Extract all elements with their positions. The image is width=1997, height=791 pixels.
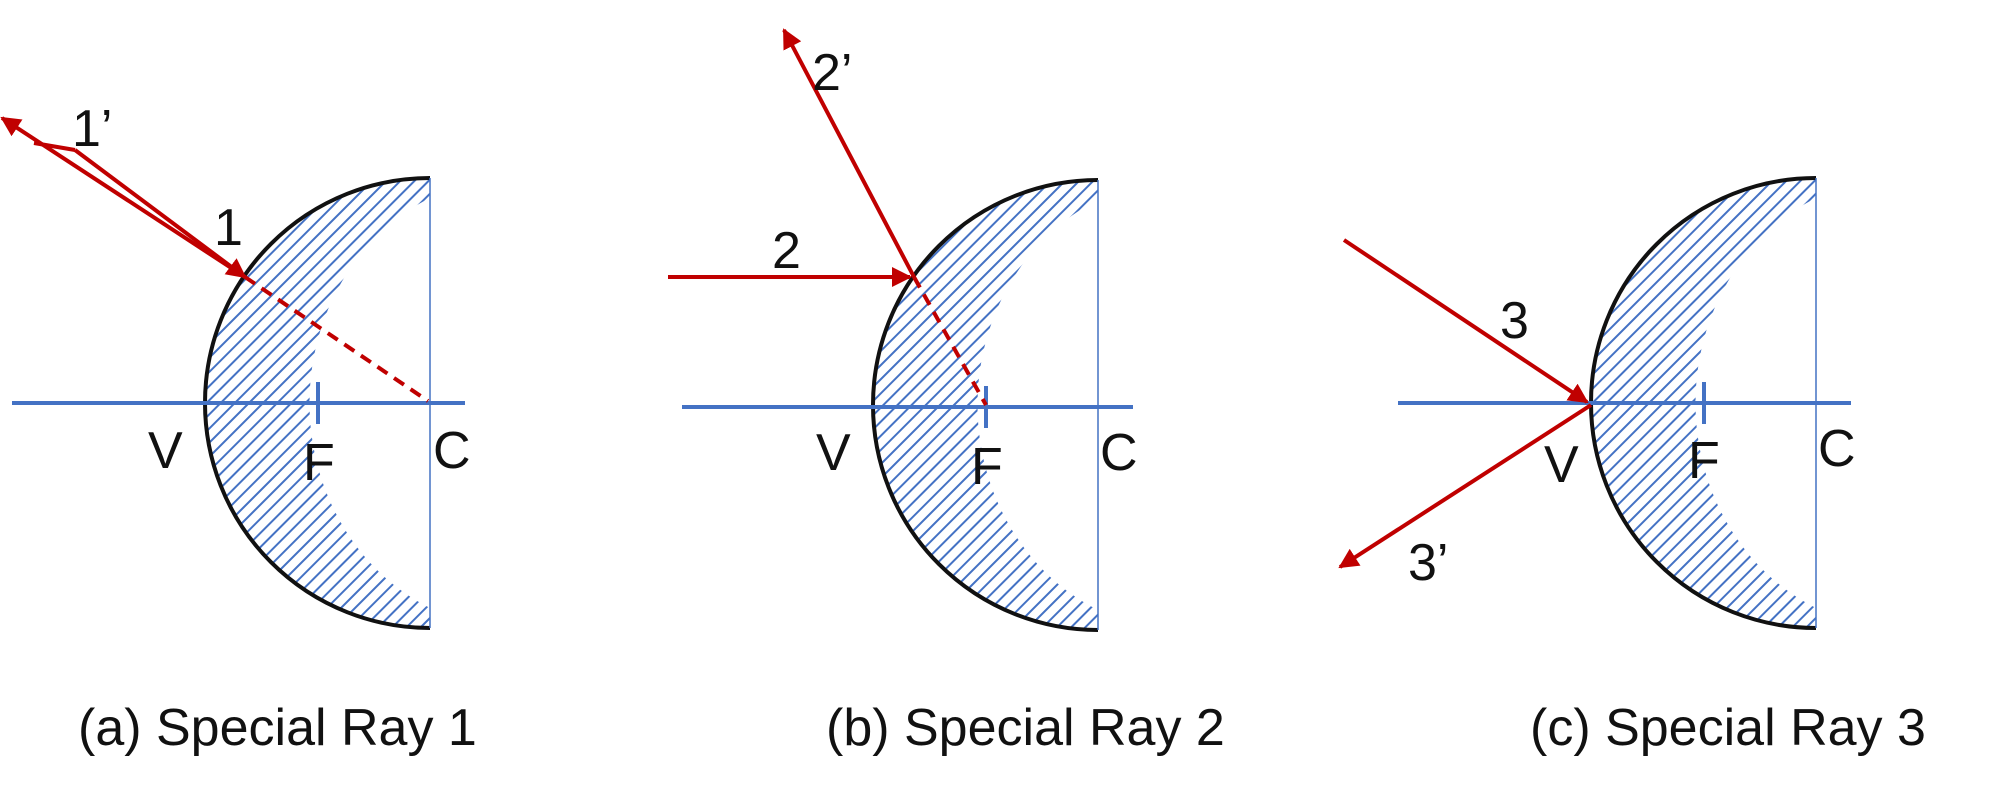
panel-c: 3 3’ V F C (c) Special Ray 3 [1338, 176, 1926, 757]
panel-b: 2’ 2 V F C (b) Special Ray 2 [668, 28, 1225, 757]
vertex-label: V [148, 422, 183, 480]
reflected-ray-1-label: 1’ [72, 100, 112, 158]
vertex-label: V [1544, 436, 1579, 494]
panel-b-caption: (b) Special Ray 2 [826, 699, 1225, 757]
panel-a: 1’ 1 V F C (a) Special Ray 1 [0, 100, 477, 757]
vertex-label: V [816, 424, 851, 482]
mirror-hatch [205, 178, 430, 628]
reflected-ray-2-label: 2’ [812, 44, 852, 102]
incident-ray-3 [1342, 238, 1589, 404]
center-label: C [1100, 424, 1138, 482]
focus-label: F [1688, 432, 1720, 490]
reflected-ray-3-label: 3’ [1408, 534, 1448, 592]
panel-a-caption: (a) Special Ray 1 [78, 699, 477, 757]
reflected-ray-1-extension [0, 116, 247, 279]
extension-to-focus [912, 276, 988, 406]
incident-ray-2-label: 2 [772, 222, 801, 280]
mirror-hatch [873, 180, 1098, 630]
incident-ray-3-label: 3 [1500, 292, 1529, 350]
incident-ray-1-label: 1 [214, 199, 243, 257]
focus-label: F [303, 434, 335, 492]
panel-c-caption: (c) Special Ray 3 [1530, 699, 1926, 757]
mirror-hatch [1591, 178, 1816, 628]
extension-to-center [243, 275, 430, 403]
focus-label: F [971, 438, 1003, 496]
reflected-ray-2 [782, 28, 916, 278]
center-label: C [433, 422, 471, 480]
center-label: C [1818, 420, 1856, 478]
reflected-ray-3 [1338, 403, 1593, 569]
incident-ray-1 [73, 148, 247, 279]
